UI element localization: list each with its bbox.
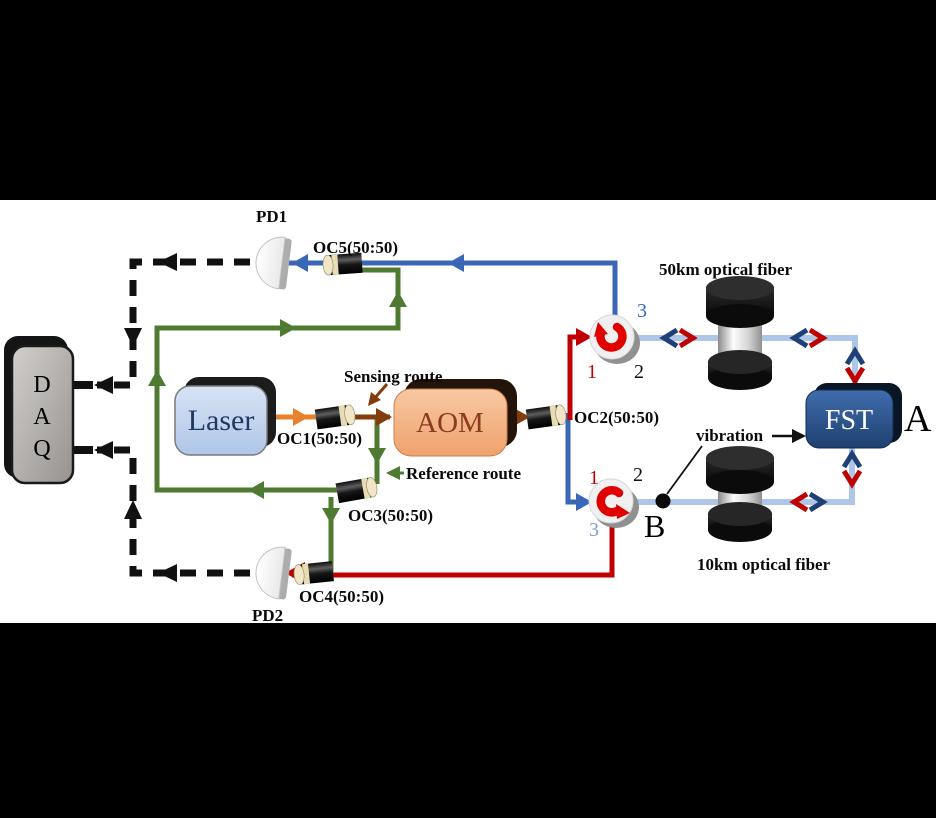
circulator-arrow xyxy=(596,486,624,517)
fiber-10km-label: 10km optical fiber xyxy=(697,555,831,574)
blue-route-top xyxy=(284,260,618,318)
coupler-oc4 xyxy=(293,561,334,585)
pd1-label: PD1 xyxy=(256,207,287,226)
circulator-arrow xyxy=(596,322,627,352)
circ2-port3-label: 3 xyxy=(589,519,599,541)
circulator-2 xyxy=(588,478,639,528)
oc4-label: OC4(50:50) xyxy=(299,587,384,606)
spool-bottom-top-face xyxy=(708,502,772,526)
circ1-port3-label: 3 xyxy=(637,300,647,322)
circulator-1 xyxy=(589,314,640,364)
fiber-link-top xyxy=(634,335,858,392)
daq-unit: D A Q xyxy=(4,336,75,485)
oc1-label: OC1(50:50) xyxy=(277,429,362,448)
dashed-pd2-daq xyxy=(97,446,250,577)
coupler-oc2 xyxy=(525,404,567,430)
reference-arrowhead xyxy=(386,466,400,480)
circ2-port1-label: 1 xyxy=(589,467,599,489)
oc3-label: OC3(50:50) xyxy=(348,506,433,525)
point-b-label: B xyxy=(644,508,665,544)
pd2-body xyxy=(255,546,286,600)
circ2-port2-label: 2 xyxy=(633,464,643,486)
circulator-arrowhead xyxy=(594,322,608,337)
pd1-body xyxy=(255,236,286,290)
sensing-arrowhead xyxy=(368,392,381,406)
coupler-oc3 xyxy=(335,477,378,504)
vibration-pointer-line-b xyxy=(666,445,703,495)
spool-top-face xyxy=(706,276,774,300)
laser-unit: Laser xyxy=(174,377,276,456)
daq-port-stub-bottom xyxy=(72,446,93,454)
coupler-band xyxy=(361,477,371,499)
coupler-cap xyxy=(322,254,334,276)
green-reference-loop xyxy=(154,267,401,493)
fst-label: FST xyxy=(825,405,873,436)
laser-label: Laser xyxy=(188,404,255,437)
spool-top-face xyxy=(706,446,774,470)
coupler-cap xyxy=(555,404,567,426)
fst-box xyxy=(805,389,894,449)
daq-letter-q: Q xyxy=(33,436,50,462)
coupler-cap xyxy=(344,404,356,426)
coupler-oc1 xyxy=(314,404,356,430)
spool-bottom-top-face xyxy=(708,350,772,374)
circ1-port2-label: 2 xyxy=(634,361,644,383)
coupler-cap xyxy=(293,564,305,585)
spool-top-bottom-face xyxy=(706,470,774,494)
aom-label: AOM xyxy=(416,407,484,439)
circulator-arrowhead xyxy=(616,504,630,519)
oc5-label: OC5(50:50) xyxy=(313,238,398,257)
reference-route-label: Reference route xyxy=(406,464,521,483)
fst-unit: FST xyxy=(805,383,902,449)
coupler-oc5 xyxy=(322,252,363,276)
pd2-label: PD2 xyxy=(252,606,283,625)
daq-letter-a: A xyxy=(33,404,51,430)
fiber-spool-10km xyxy=(706,446,774,542)
coupler-cap xyxy=(366,477,378,498)
aom-box xyxy=(393,388,508,457)
daq-box xyxy=(10,344,75,485)
vibration-label: vibration xyxy=(696,426,764,445)
laser-box xyxy=(174,385,268,456)
pd2-detector xyxy=(255,546,292,600)
daq-letter-d: D xyxy=(33,372,50,398)
vibration-arrowhead xyxy=(792,429,806,443)
dashed-pd1-daq xyxy=(97,258,250,389)
point-a-label: A xyxy=(904,398,932,440)
bidirectional-arrows xyxy=(659,327,866,513)
fiber-50km-label: 50km optical fiber xyxy=(659,260,793,279)
spool-top-bottom-face xyxy=(706,304,774,328)
fiber-link-bottom xyxy=(633,446,855,505)
point-b-dot xyxy=(655,493,671,509)
sensing-route-label: Sensing route xyxy=(344,367,443,386)
circ1-port1-label: 1 xyxy=(587,361,597,383)
pd1-detector xyxy=(255,236,292,290)
fiber-spool-50km xyxy=(706,276,774,390)
coupler-band xyxy=(331,254,339,275)
aom-unit: AOM xyxy=(393,379,517,457)
oc2-label: OC2(50:50) xyxy=(574,408,659,427)
red-circ2-pd2 xyxy=(292,522,615,578)
daq-port-stub-top xyxy=(72,381,93,389)
